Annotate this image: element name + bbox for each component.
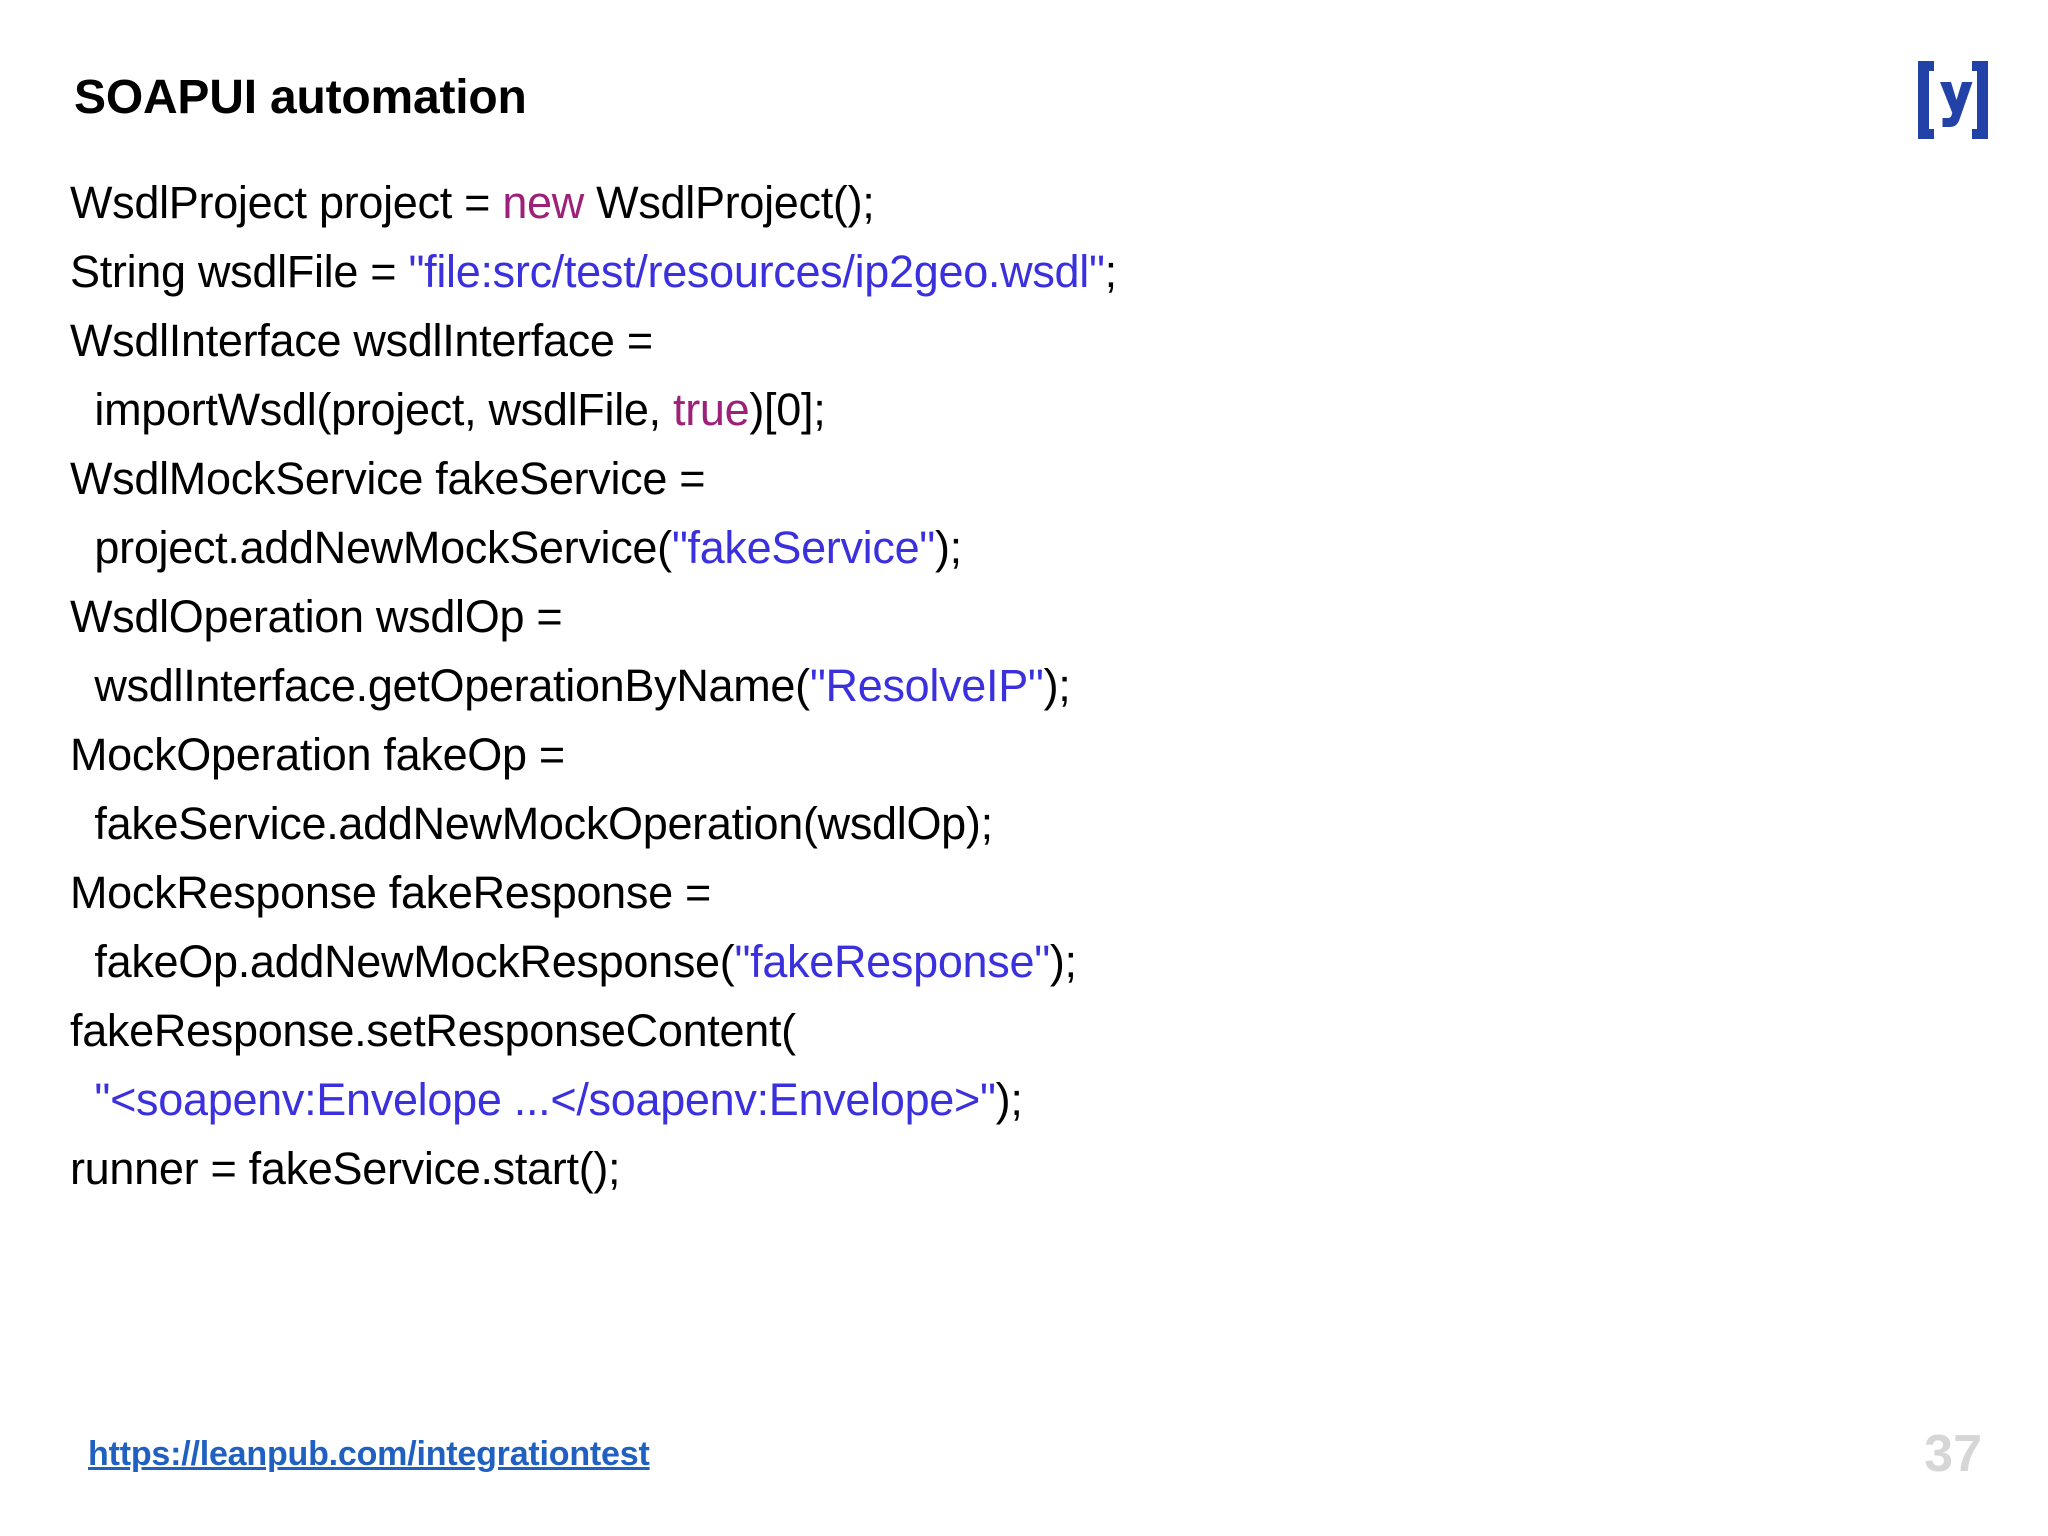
- code-text: MockResponse fakeResponse =: [70, 867, 712, 918]
- code-line: WsdlInterface wsdlInterface =: [70, 306, 1950, 375]
- code-text: ;: [1104, 246, 1118, 297]
- code-text: WsdlOperation wsdlOp =: [70, 591, 563, 642]
- page-number: 37: [1924, 1425, 1982, 1483]
- code-line: fakeService.addNewMockOperation(wsdlOp);: [70, 789, 1950, 858]
- code-line: MockResponse fakeResponse =: [70, 858, 1950, 927]
- code-line: runner = fakeService.start();: [70, 1134, 1950, 1203]
- code-line: WsdlOperation wsdlOp =: [70, 582, 1950, 651]
- code-keyword: true: [673, 384, 750, 435]
- code-indent: [70, 660, 94, 711]
- code-text: WsdlProject();: [583, 177, 875, 228]
- code-line: "<soapenv:Envelope ...</soapenv:Envelope…: [70, 1065, 1950, 1134]
- code-line: fakeOp.addNewMockResponse("fakeResponse"…: [70, 927, 1950, 996]
- code-string: "fakeResponse": [734, 936, 1050, 987]
- footer-url-link[interactable]: https://leanpub.com/integrationtest: [88, 1435, 650, 1473]
- code-keyword: new: [502, 177, 584, 228]
- code-indent: [70, 522, 94, 573]
- code-text: project.addNewMockService(: [94, 522, 672, 573]
- code-line: wsdlInterface.getOperationByName("Resolv…: [70, 651, 1950, 720]
- code-text: MockOperation fakeOp =: [70, 729, 565, 780]
- page-title: SOAPUI automation: [74, 71, 527, 124]
- code-line: importWsdl(project, wsdlFile, true)[0];: [70, 375, 1950, 444]
- code-text: runner = fakeService.start();: [70, 1143, 621, 1194]
- code-text: String wsdlFile =: [70, 246, 409, 297]
- code-text: WsdlMockService fakeService =: [70, 453, 706, 504]
- code-string: "ResolveIP": [809, 660, 1044, 711]
- code-text: fakeResponse.setResponseContent(: [70, 1005, 796, 1056]
- code-line: WsdlMockService fakeService =: [70, 444, 1950, 513]
- code-block: WsdlProject project = new WsdlProject();…: [70, 168, 1950, 1203]
- code-line: project.addNewMockService("fakeService")…: [70, 513, 1950, 582]
- code-text: );: [995, 1074, 1023, 1125]
- code-text: );: [1043, 660, 1071, 711]
- code-indent: [70, 936, 94, 987]
- code-line: String wsdlFile = "file:src/test/resourc…: [70, 237, 1950, 306]
- code-indent: [70, 1074, 94, 1125]
- code-text: WsdlInterface wsdlInterface =: [70, 315, 653, 366]
- code-indent: [70, 384, 94, 435]
- code-line: WsdlProject project = new WsdlProject();: [70, 168, 1950, 237]
- code-text: );: [1049, 936, 1077, 987]
- code-text: wsdlInterface.getOperationByName(: [94, 660, 810, 711]
- code-string: "fakeService": [671, 522, 935, 573]
- code-line: MockOperation fakeOp =: [70, 720, 1950, 789]
- code-text: );: [934, 522, 962, 573]
- code-text: importWsdl(project, wsdlFile,: [94, 384, 674, 435]
- brackets-y-logo: [1910, 58, 1996, 142]
- code-line: fakeResponse.setResponseContent(: [70, 996, 1950, 1065]
- code-text: WsdlProject project =: [70, 177, 503, 228]
- code-text: fakeService.addNewMockOperation(wsdlOp);: [94, 798, 993, 849]
- code-indent: [70, 798, 94, 849]
- code-text: )[0];: [749, 384, 826, 435]
- code-text: fakeOp.addNewMockResponse(: [94, 936, 735, 987]
- code-string: "<soapenv:Envelope ...</soapenv:Envelope…: [94, 1074, 996, 1125]
- code-string: "file:src/test/resources/ip2geo.wsdl": [408, 246, 1105, 297]
